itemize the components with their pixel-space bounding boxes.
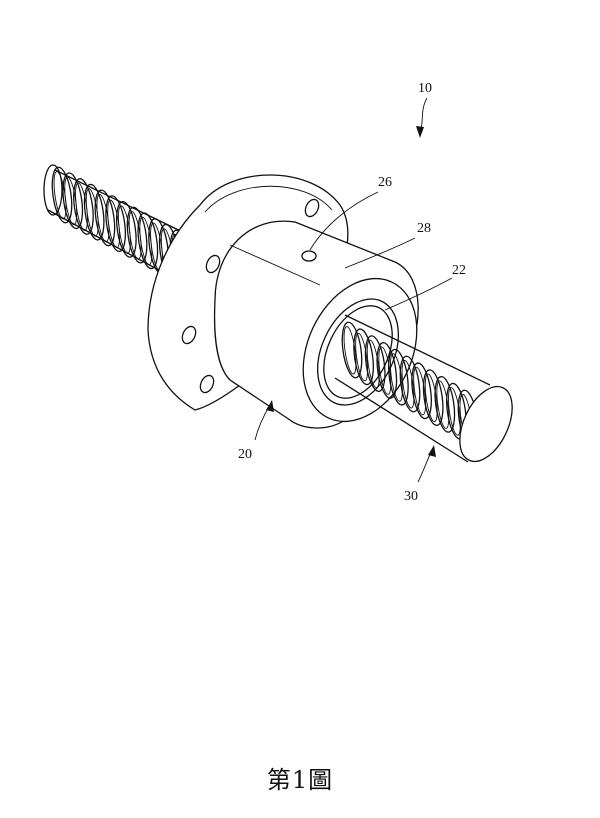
reference-labels: 10 26 28 22 20 30 [238,81,466,504]
nut-body [213,220,419,429]
leader-lines [254,97,453,483]
screw-shaft-right [334,314,513,463]
label-seal: 22 [452,263,466,278]
screw-shaft-left [43,164,196,288]
label-screw: 30 [404,489,418,504]
label-hole: 26 [378,175,392,190]
label-assembly: 10 [418,81,432,96]
label-nut: 20 [238,447,252,462]
figure-caption: 第1圖 [266,766,334,794]
label-body: 28 [417,221,431,236]
